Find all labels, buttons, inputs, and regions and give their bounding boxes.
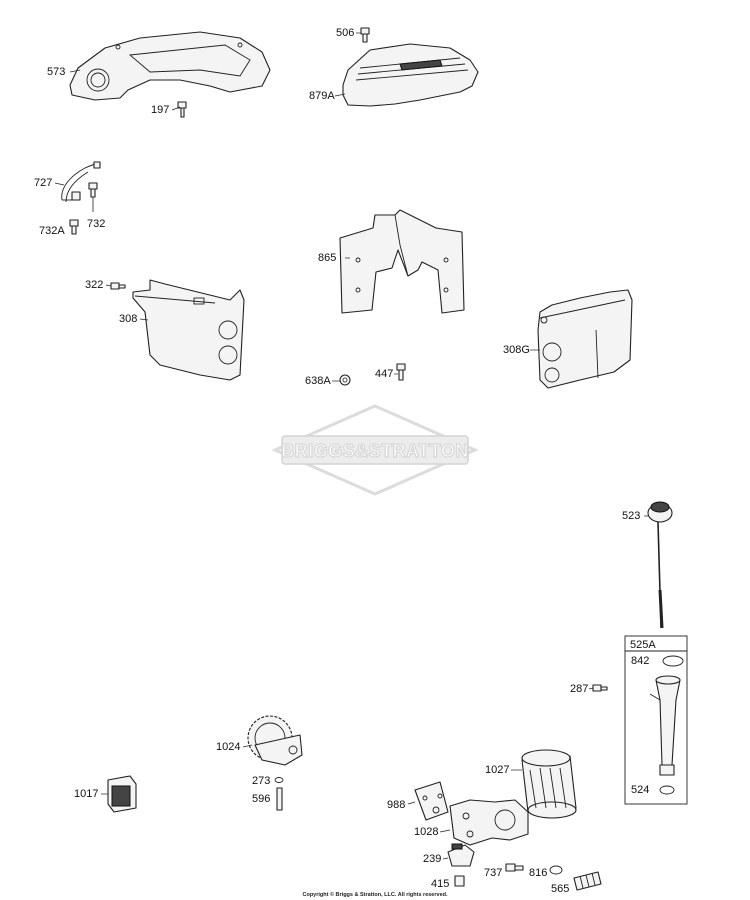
part-239 [447, 843, 475, 867]
leader-lines [54, 32, 648, 860]
part-1017 [107, 775, 137, 813]
part-737 [505, 863, 524, 872]
callout-523: 523 [622, 510, 641, 522]
copyright-notice: Copyright © Briggs & Stratton, LLC. All … [302, 892, 448, 898]
callout-322: 322 [85, 279, 104, 291]
part-287 [592, 684, 608, 692]
part-308G [537, 289, 633, 389]
callout-596: 596 [252, 793, 271, 805]
part-565 [573, 871, 602, 891]
callout-732: 732 [87, 218, 106, 230]
callout-1027: 1027 [485, 764, 510, 776]
callout-506: 506 [336, 27, 355, 39]
kit-525A-box [624, 635, 688, 805]
part-506 [360, 27, 370, 43]
part-524 [659, 785, 675, 795]
part-415 [454, 875, 465, 887]
callout-816: 816 [529, 867, 548, 879]
callout-308: 308 [119, 313, 138, 325]
kit-label-525A: 525A [630, 639, 656, 651]
callout-879A: 879A [309, 90, 335, 102]
callout-524: 524 [631, 784, 650, 796]
callout-447: 447 [375, 368, 394, 380]
callout-865: 865 [318, 252, 337, 264]
part-197 [177, 101, 187, 118]
callout-1024: 1024 [216, 741, 241, 753]
part-865 [339, 209, 465, 314]
callout-732A: 732A [39, 225, 65, 237]
part-523 [647, 501, 673, 629]
callout-988: 988 [387, 799, 406, 811]
callout-565: 565 [551, 883, 570, 895]
part-273 [274, 777, 284, 783]
part-596 [276, 787, 283, 811]
callout-415: 415 [431, 878, 450, 890]
part-732A [69, 219, 79, 235]
briggs-stratton-watermark: BRIGGS&STRATTON [271, 404, 479, 496]
callout-737: 737 [484, 867, 503, 879]
part-988 [414, 781, 449, 821]
dipstick-tube [649, 675, 681, 776]
callout-638A: 638A [305, 375, 331, 387]
part-308 [132, 279, 245, 381]
part-732 [88, 182, 98, 212]
part-879A [342, 43, 479, 107]
callout-287: 287 [570, 683, 589, 695]
callout-1017: 1017 [74, 788, 99, 800]
part-1024 [247, 715, 303, 766]
watermark-brand: BRIGGS&STRATTON [281, 441, 469, 461]
part-842 [662, 655, 684, 667]
part-447 [396, 363, 406, 381]
part-638A [339, 374, 351, 386]
part-1027 [521, 749, 577, 819]
part-1028 [449, 799, 529, 846]
callout-239: 239 [423, 853, 442, 865]
part-573 [69, 31, 271, 101]
part-727 [61, 161, 101, 203]
callout-273: 273 [252, 775, 271, 787]
callout-1028: 1028 [414, 826, 439, 838]
callout-842: 842 [631, 655, 650, 667]
callout-573: 573 [47, 66, 66, 78]
callout-197: 197 [151, 104, 170, 116]
part-322 [110, 282, 126, 290]
part-816 [549, 865, 563, 875]
callout-308G: 308G [503, 344, 530, 356]
callout-727: 727 [34, 177, 53, 189]
